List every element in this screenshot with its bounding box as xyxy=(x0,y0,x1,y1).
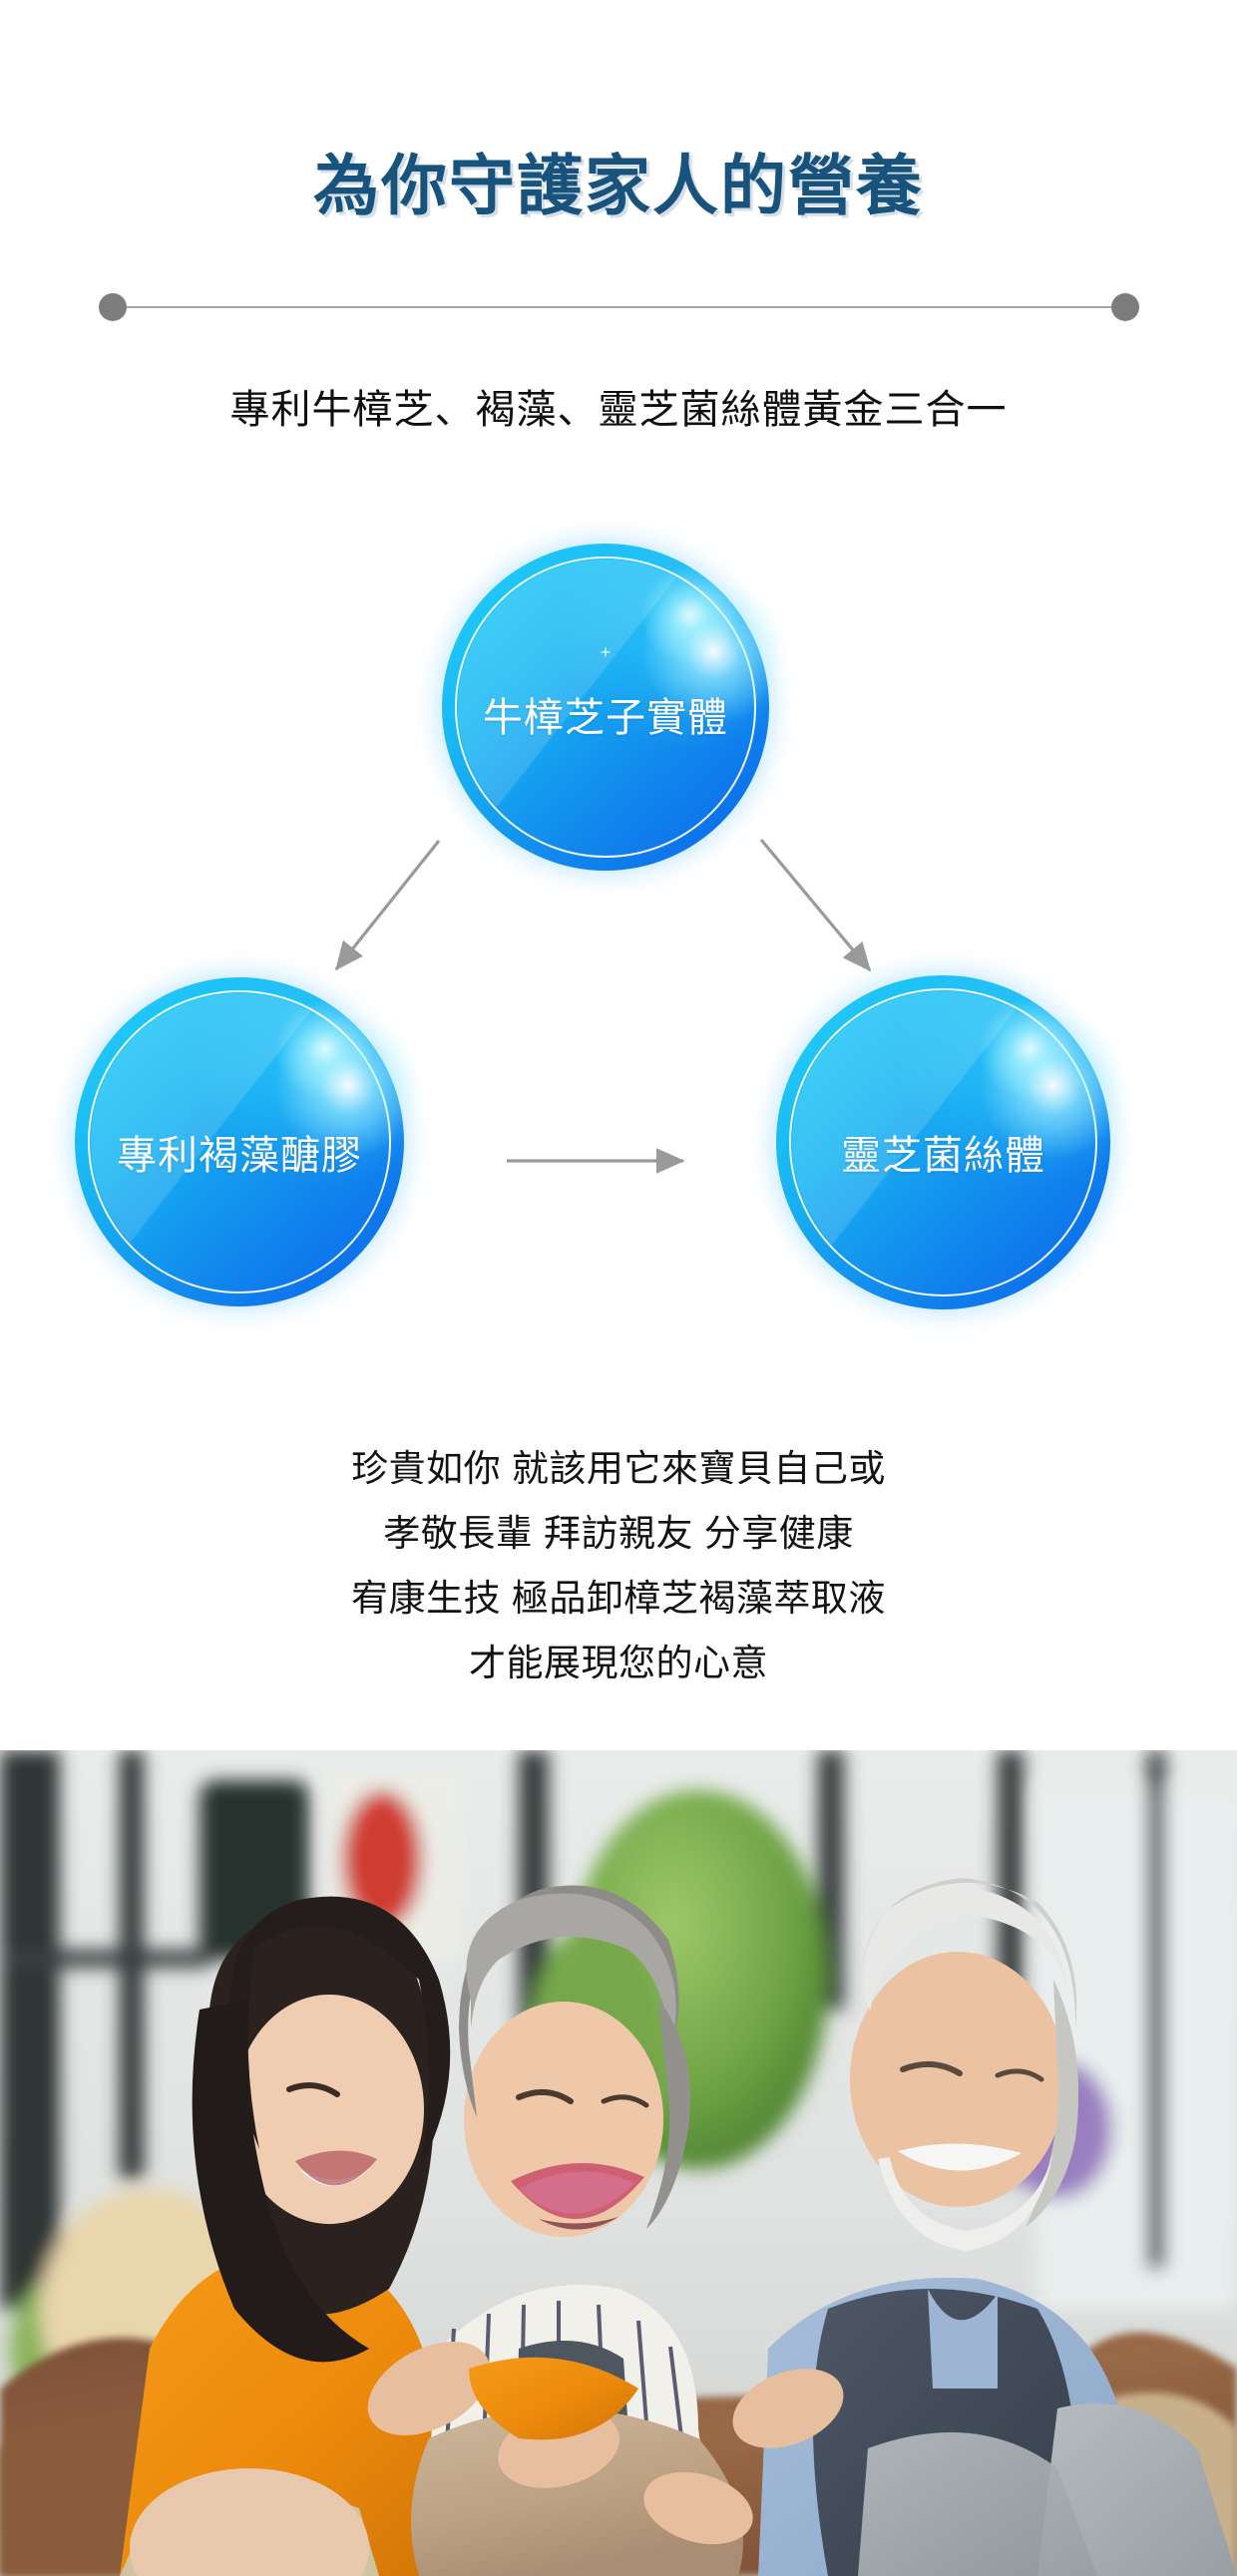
diagram-node-left-label: 專利褐藻醣膠 xyxy=(117,1134,362,1178)
diagram-node-right-label: 靈芝菌絲體 xyxy=(841,1134,1045,1178)
body-copy: 珍貴如你 就該用它來寶貝自己或 孝敬長輩 拜訪親友 分享健康 宥康生技 極品卸樟… xyxy=(0,1436,1237,1695)
diagram-node-top-label: 牛樟芝子實體 xyxy=(483,696,728,740)
divider-dot-right xyxy=(1111,293,1139,321)
diagram-node-left[interactable]: 專利褐藻醣膠 xyxy=(66,968,424,1315)
diagram-node-top[interactable]: + 牛樟芝子實體 xyxy=(433,535,789,880)
subtitle: 專利牛樟芝、褐藻、靈芝菌絲體黃金三合一 xyxy=(229,388,1008,432)
divider xyxy=(99,293,1139,321)
divider-dot-left xyxy=(99,293,127,321)
family-photo xyxy=(0,1750,1237,2576)
body-copy-line: 才能展現您的心意 xyxy=(469,1643,768,1683)
plus-icon: + xyxy=(600,642,612,662)
page-title: 為你守護家人的營養 xyxy=(313,149,924,222)
diagram-node-right[interactable]: 靈芝菌絲體 xyxy=(767,966,1131,1318)
divider-line xyxy=(113,306,1125,308)
body-copy-line: 宥康生技 極品卸樟芝褐藻萃取液 xyxy=(351,1578,886,1619)
ingredient-diagram: + 牛樟芝子實體 專利褐藻醣膠 靈芝菌絲體 xyxy=(0,519,1237,1376)
body-copy-line: 孝敬長輩 拜訪親友 分享健康 xyxy=(383,1513,854,1554)
arrow-top-to-left xyxy=(334,840,441,971)
body-copy-line: 珍貴如你 就該用它來寶貝自己或 xyxy=(351,1448,886,1489)
arrow-top-to-right xyxy=(759,838,872,972)
